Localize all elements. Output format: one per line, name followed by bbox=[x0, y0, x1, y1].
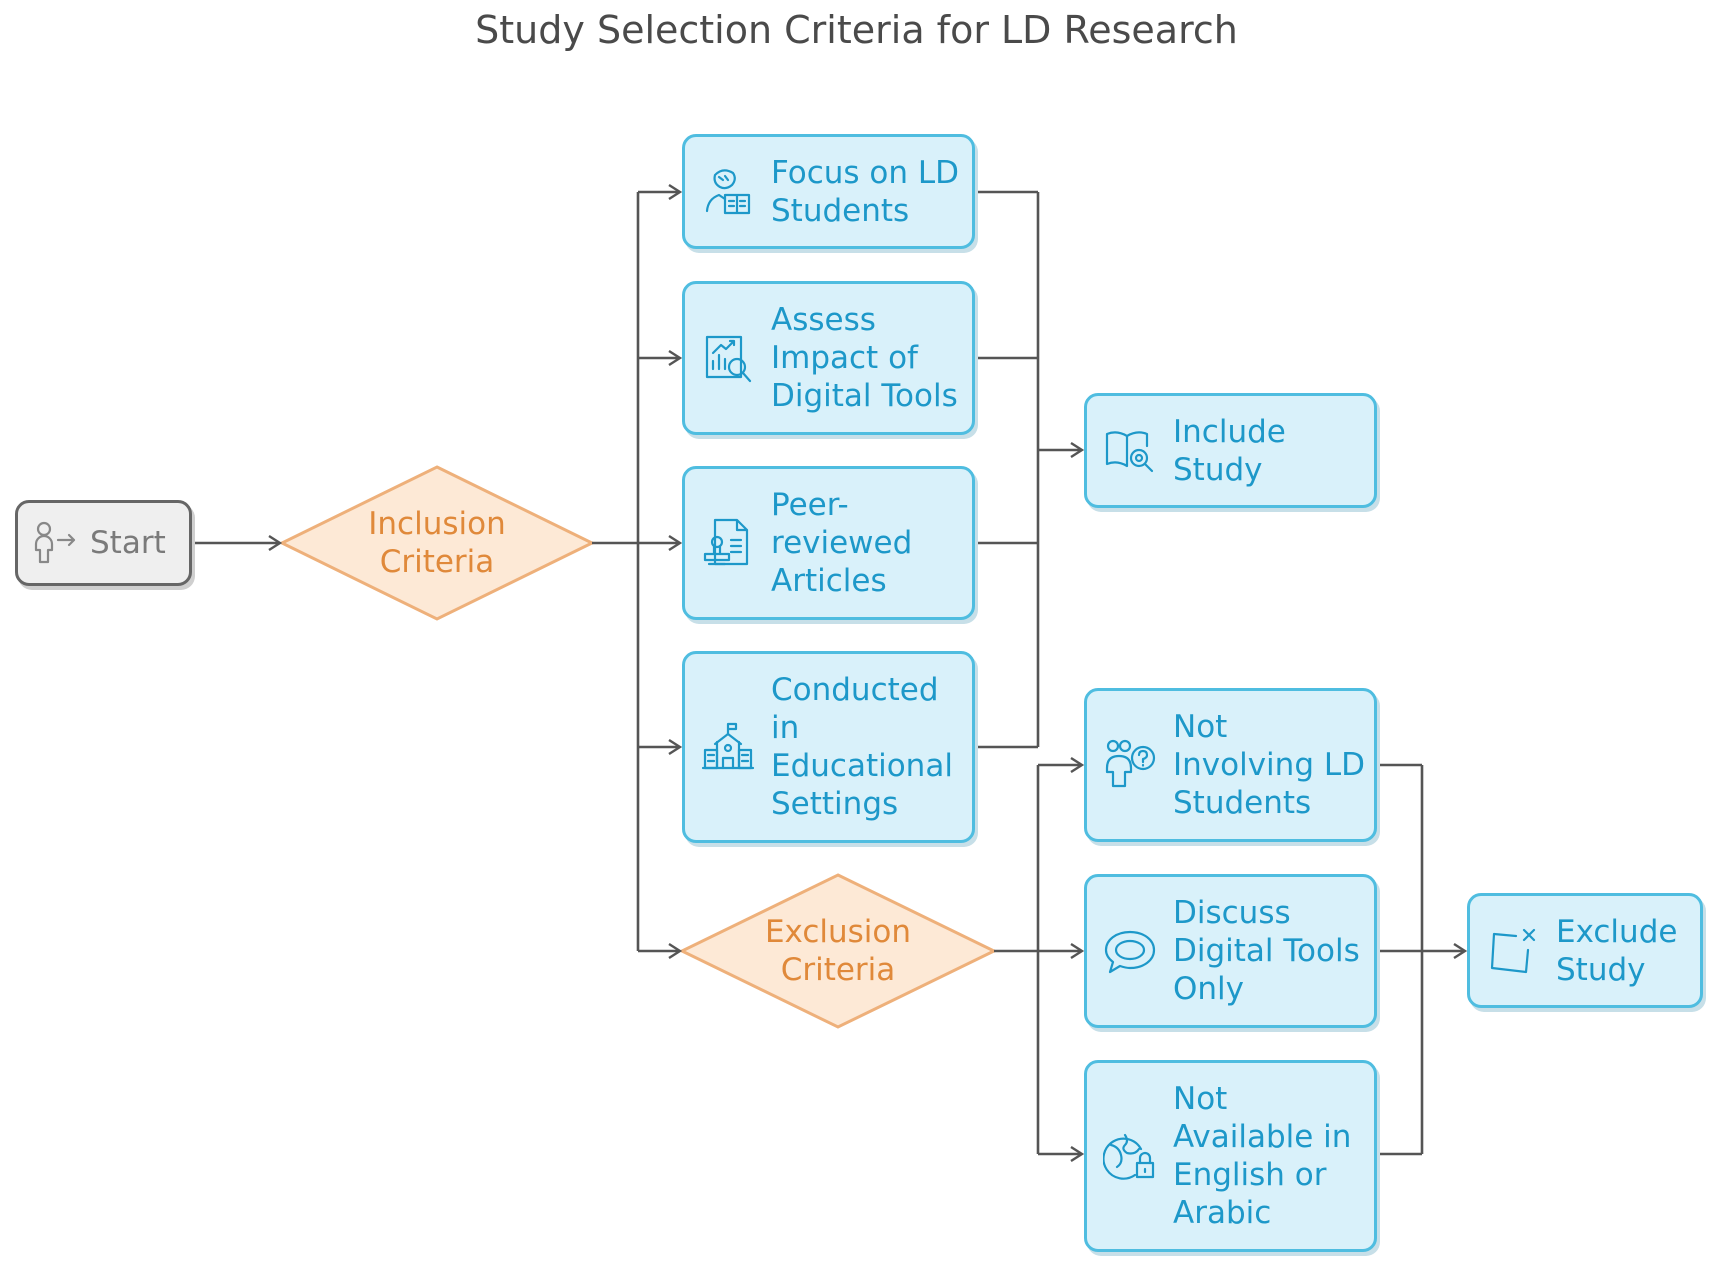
include-study-node[interactable]: Include Study bbox=[1084, 393, 1377, 508]
people-question-icon bbox=[1105, 739, 1156, 788]
peer-reviewed-articles-label: Peer- reviewed Articles bbox=[771, 487, 913, 599]
discuss-digital-tools-only-label: Discuss Digital Tools Only bbox=[1173, 895, 1360, 1007]
exclusion-criteria-diamond[interactable] bbox=[678, 873, 998, 1029]
not-involving-ld-students-label: Not Involving LD Students bbox=[1173, 709, 1365, 821]
chart-magnifier-icon bbox=[705, 335, 752, 383]
document-stamp-icon bbox=[703, 518, 749, 566]
focus-on-ld-students-node[interactable]: Focus on LD Students bbox=[682, 134, 975, 249]
start-label: Start bbox=[90, 525, 166, 561]
inclusion-criteria-diamond[interactable] bbox=[278, 465, 596, 621]
exclude-study-node[interactable]: Exclude Study bbox=[1467, 893, 1703, 1008]
conducted-in-educational-settings-label: Conducted in Educational Settings bbox=[771, 672, 953, 822]
include-study-label: Include Study bbox=[1173, 413, 1286, 488]
focus-on-ld-students-label: Focus on LD Students bbox=[771, 154, 959, 229]
not-available-in-english-or-arabic-label: Not Available in English or Arabic bbox=[1173, 1081, 1352, 1231]
discuss-digital-tools-only-node[interactable]: Discuss Digital Tools Only bbox=[1084, 874, 1377, 1028]
speech-bubble-icon bbox=[1104, 930, 1156, 974]
inclusion-criteria-label: Inclusion Criteria bbox=[368, 506, 506, 580]
not-involving-ld-students-node[interactable]: Not Involving LD Students bbox=[1084, 688, 1377, 842]
peer-reviewed-articles-node[interactable]: Peer- reviewed Articles bbox=[682, 466, 975, 620]
book-search-icon bbox=[1105, 430, 1154, 472]
box-x-icon bbox=[1490, 928, 1536, 973]
person-arrow-icon bbox=[34, 521, 76, 564]
student-reading-icon bbox=[705, 168, 751, 214]
exclusion-criteria-label: Exclusion Criteria bbox=[764, 914, 912, 988]
globe-lock-icon bbox=[1103, 1133, 1155, 1180]
not-available-in-english-or-arabic-node[interactable]: Not Available in English or Arabic bbox=[1084, 1060, 1377, 1252]
start-node[interactable]: Start bbox=[15, 500, 192, 586]
assess-impact-label: Assess Impact of Digital Tools bbox=[771, 302, 958, 414]
school-building-icon bbox=[701, 722, 755, 770]
assess-impact-node[interactable]: Assess Impact of Digital Tools bbox=[682, 281, 975, 435]
conducted-in-educational-settings-node[interactable]: Conducted in Educational Settings bbox=[682, 651, 975, 843]
exclude-study-label: Exclude Study bbox=[1556, 913, 1678, 988]
diagram-title: Study Selection Criteria for LD Research bbox=[475, 8, 1238, 52]
